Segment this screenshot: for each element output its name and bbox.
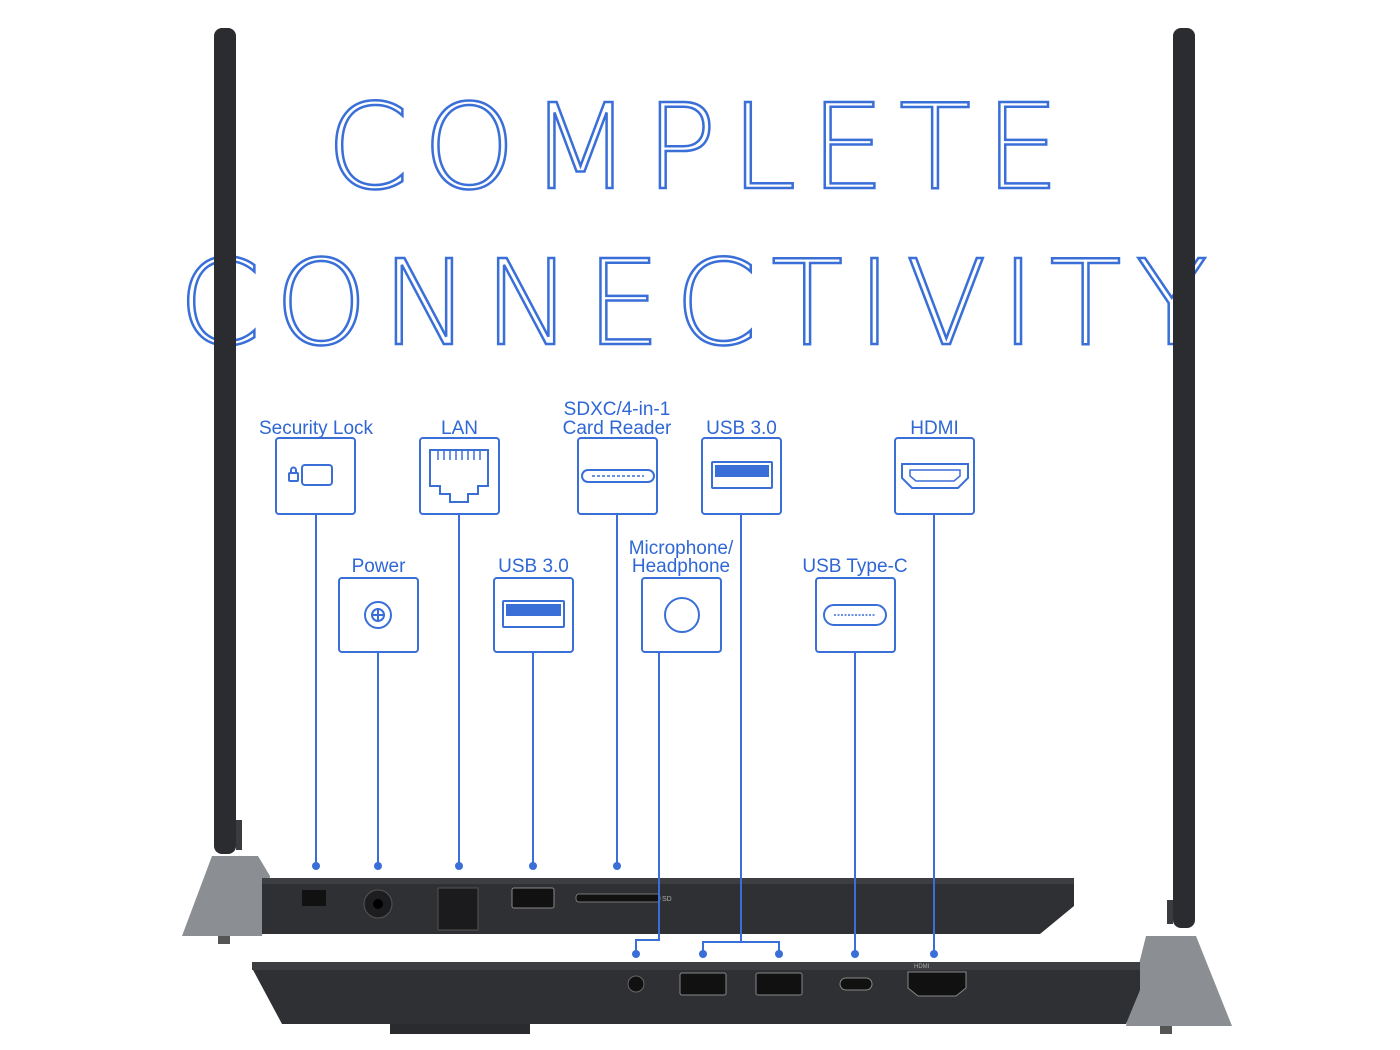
lan-icon [429,449,489,503]
hdmi-marking: HDMI [914,964,930,970]
usb-c-port [839,977,873,991]
connector-lines [315,514,935,954]
label-mic-2: Headphone [631,556,731,577]
label-usb-c: USB Type-C [802,556,908,577]
left-lid [214,28,236,854]
usb-icon [711,461,773,489]
sd-card-icon [581,469,655,483]
lan-pins-icon [437,450,481,460]
label-mic-1: Microphone/ [628,538,734,559]
label-hdmi: HDMI [910,418,959,439]
label-security-lock: Security Lock [258,418,374,439]
hdmi-icon [901,463,969,489]
label-lan: LAN [441,418,478,439]
usb-icon-left [502,600,565,628]
headphone-jack-icon [664,597,700,633]
headline-line-1: COMPLETE [325,78,1074,216]
usb-a-port-right-2 [755,972,803,996]
connector-dots [312,862,938,958]
sd-card-slot [575,893,661,903]
lock-icon [288,464,333,486]
headline-line-2: CONNECTIVITY [177,234,1222,372]
usb-c-icon [823,604,887,626]
hdmi-box [894,437,975,515]
right-lid [1173,28,1195,928]
security-lock-box [275,437,356,515]
usb-a-port-right-1 [679,972,727,996]
power-icon [364,601,392,629]
hdmi-port [907,971,967,997]
usb-a-port-left [511,887,555,909]
left-hinge [182,856,270,936]
label-power: Power [351,556,406,577]
label-card-reader-1: SDXC/4-in-1 [563,399,671,420]
security-lock-slot [302,890,326,906]
label-card-reader-2: Card Reader [562,418,672,439]
mic-box [641,577,722,653]
right-hinge [1126,936,1232,1026]
label-usb-left: USB 3.0 [498,556,569,577]
label-usb-right: USB 3.0 [706,418,777,439]
audio-jack [627,975,645,993]
lan-port [437,887,479,931]
sd-marking: SD [662,896,672,903]
